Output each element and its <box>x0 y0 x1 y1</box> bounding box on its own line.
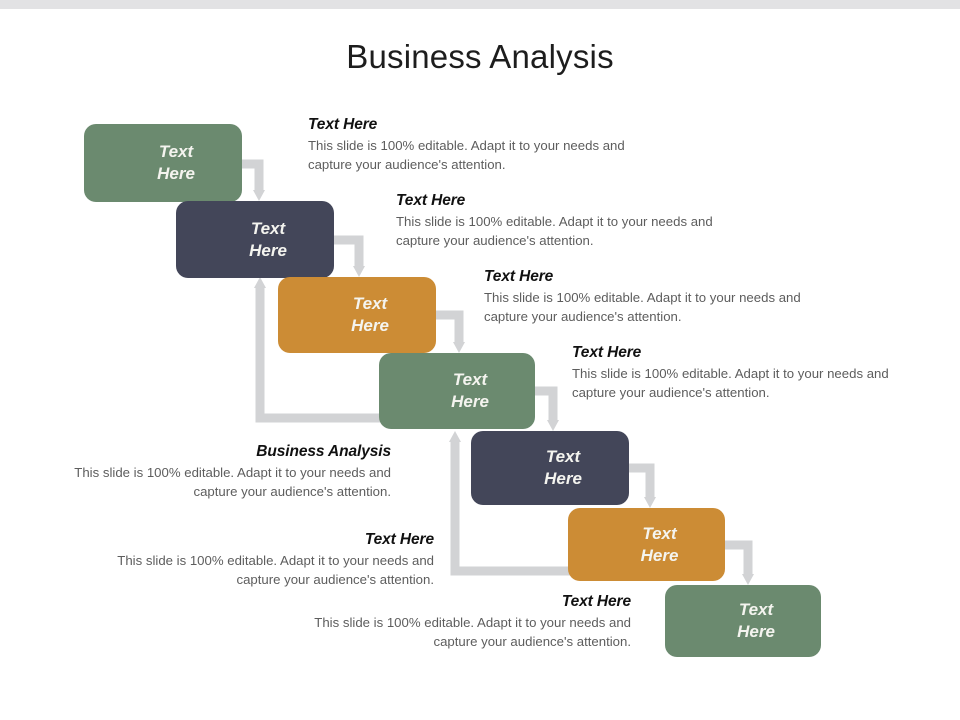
description-title: Text Here <box>364 531 434 548</box>
step-box-6[interactable]: Text Here <box>568 508 725 581</box>
description-title: Text Here <box>561 593 631 610</box>
description-body: This slide is 100% editable. Adapt it to… <box>572 366 889 401</box>
description-block-1: Text Here This slide is 100% editable. A… <box>308 116 644 175</box>
description-body: This slide is 100% editable. Adapt it to… <box>74 465 391 500</box>
step-box-label: Text Here <box>640 523 679 565</box>
step-box-3[interactable]: Text Here <box>278 277 436 353</box>
arrow-back-4-3 <box>254 277 389 423</box>
description-block-3: Text Here This slide is 100% editable. A… <box>484 268 820 327</box>
step-box-1[interactable]: Text Here <box>84 124 242 202</box>
description-title: Text Here <box>308 116 378 133</box>
step-box-7[interactable]: Text Here <box>665 585 821 657</box>
description-block-5: Business Analysis This slide is 100% edi… <box>53 443 391 502</box>
description-title: Business Analysis <box>256 443 391 460</box>
step-box-label: Text Here <box>249 218 287 260</box>
step-box-label: Text Here <box>544 447 582 488</box>
description-title: Text Here <box>572 344 642 361</box>
description-body: This slide is 100% editable. Adapt it to… <box>308 138 625 173</box>
description-block-6: Text Here This slide is 100% editable. A… <box>97 531 434 590</box>
arrow-2-3 <box>326 235 365 277</box>
step-box-4[interactable]: Text Here <box>379 353 535 429</box>
description-body: This slide is 100% editable. Adapt it to… <box>484 290 801 325</box>
arrow-4-5 <box>527 386 559 431</box>
description-block-4: Text Here This slide is 100% editable. A… <box>572 344 908 403</box>
description-block-7: Text Here This slide is 100% editable. A… <box>294 593 631 652</box>
description-title: Text Here <box>396 192 466 209</box>
arrow-5-6 <box>621 463 656 508</box>
arrow-6-7 <box>717 540 754 585</box>
step-box-label: Text Here <box>737 600 775 641</box>
arrow-3-4 <box>428 310 465 353</box>
step-box-label: Text Here <box>451 370 489 411</box>
arrow-back-6-5 <box>449 431 580 576</box>
step-box-label: Text Here <box>157 142 195 183</box>
top-edge-band <box>0 0 960 9</box>
step-box-label: Text Here <box>351 294 389 335</box>
description-body: This slide is 100% editable. Adapt it to… <box>396 214 713 249</box>
step-box-5[interactable]: Text Here <box>471 431 629 505</box>
description-block-2: Text Here This slide is 100% editable. A… <box>396 192 732 251</box>
page-title: Business Analysis <box>346 38 614 76</box>
description-body: This slide is 100% editable. Adapt it to… <box>314 615 631 650</box>
description-title: Text Here <box>484 268 554 285</box>
step-box-2[interactable]: Text Here <box>176 201 334 278</box>
description-body: This slide is 100% editable. Adapt it to… <box>117 553 434 588</box>
